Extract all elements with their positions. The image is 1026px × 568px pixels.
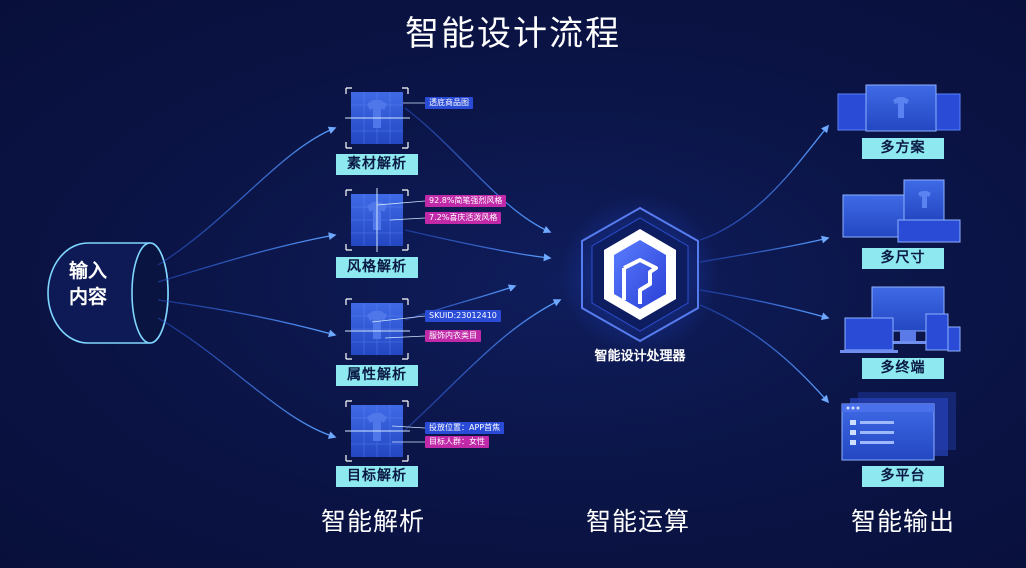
analysis-label-attribute: 属性解析 — [336, 365, 418, 386]
stage-label-compute: 智能运算 — [585, 507, 690, 536]
output-label-multi-platform: 多平台 — [862, 466, 944, 487]
input-label: 输入 内容 — [38, 258, 138, 310]
output-label-multi-scheme: 多方案 — [862, 138, 944, 159]
analysis-connectors — [404, 107, 562, 431]
chip-attribute-category: 服饰内衣类目 — [425, 330, 481, 342]
chip-target-placement: 投放位置：APP首焦 — [425, 422, 505, 434]
page-title: 智能设计流程 — [405, 14, 621, 54]
analysis-label-target: 目标解析 — [336, 466, 418, 487]
analysis-box-material — [345, 87, 425, 149]
stage-label-output: 智能输出 — [850, 507, 955, 536]
output-multi-size-graphic — [842, 179, 961, 243]
analysis-label-style: 风格解析 — [336, 257, 418, 278]
processor-icon — [560, 195, 720, 355]
chip-target-audience: 目标人群：女性 — [425, 436, 489, 448]
analysis-box-attribute — [345, 298, 426, 360]
analysis-box-target — [345, 400, 426, 462]
analysis-box-style — [345, 188, 426, 252]
analysis-label-material: 素材解析 — [336, 154, 418, 175]
chip-style-secondary: 7.2%喜庆活泼风格 — [425, 212, 502, 224]
output-label-multi-size: 多尺寸 — [862, 248, 944, 269]
output-multi-platform-graphic — [841, 392, 956, 461]
stage-label-analysis: 智能解析 — [320, 507, 425, 536]
output-label-multi-terminal: 多终端 — [862, 358, 944, 379]
output-multi-scheme-graphic — [837, 84, 961, 132]
input-label-line1: 输入 — [68, 260, 107, 282]
output-multi-terminal-graphic — [840, 286, 961, 353]
input-cylinder — [47, 242, 169, 344]
chip-style-primary: 92.8%简笔强烈风格 — [425, 195, 507, 207]
output-connectors — [699, 124, 830, 404]
input-connectors — [157, 126, 337, 439]
chip-attribute-sku: SKUID:23012410 — [425, 310, 501, 322]
processor-label: 智能设计处理器 — [594, 349, 686, 364]
chip-material-type: 透底商品图 — [425, 97, 473, 109]
input-label-line2: 内容 — [68, 286, 107, 308]
